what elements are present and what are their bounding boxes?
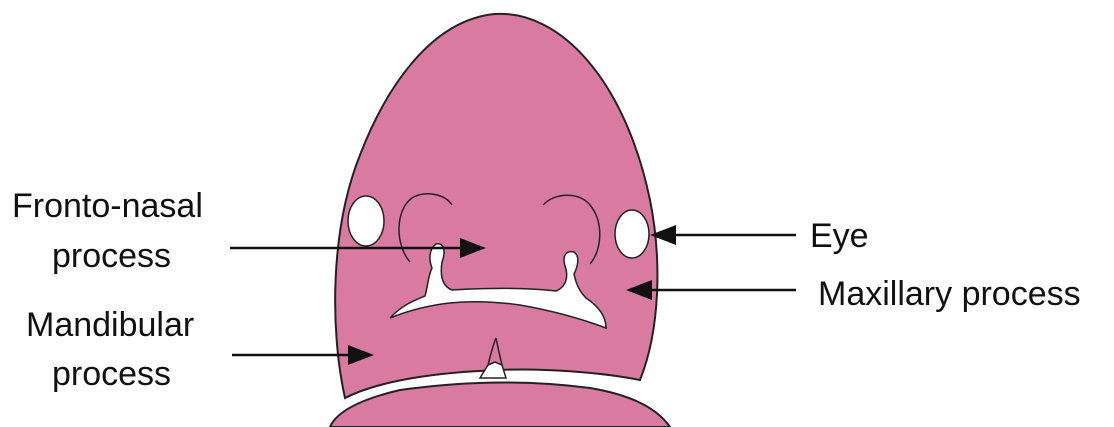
label-fronto-nasal-line1: Fronto-nasal	[12, 187, 203, 225]
arrow-eye	[650, 225, 796, 245]
label-maxillary-process: Maxillary process	[818, 275, 1081, 313]
arrow-mandibular	[232, 345, 374, 365]
label-fronto-nasal-line2: process	[52, 237, 171, 275]
lower-body-shape	[330, 382, 670, 427]
arrow-maxillary	[626, 280, 796, 300]
right-eye	[615, 210, 649, 258]
left-eye	[348, 196, 384, 246]
label-eye: Eye	[810, 217, 869, 255]
label-mandibular-line2: process	[52, 355, 171, 393]
label-mandibular-line1: Mandibular	[26, 306, 194, 344]
